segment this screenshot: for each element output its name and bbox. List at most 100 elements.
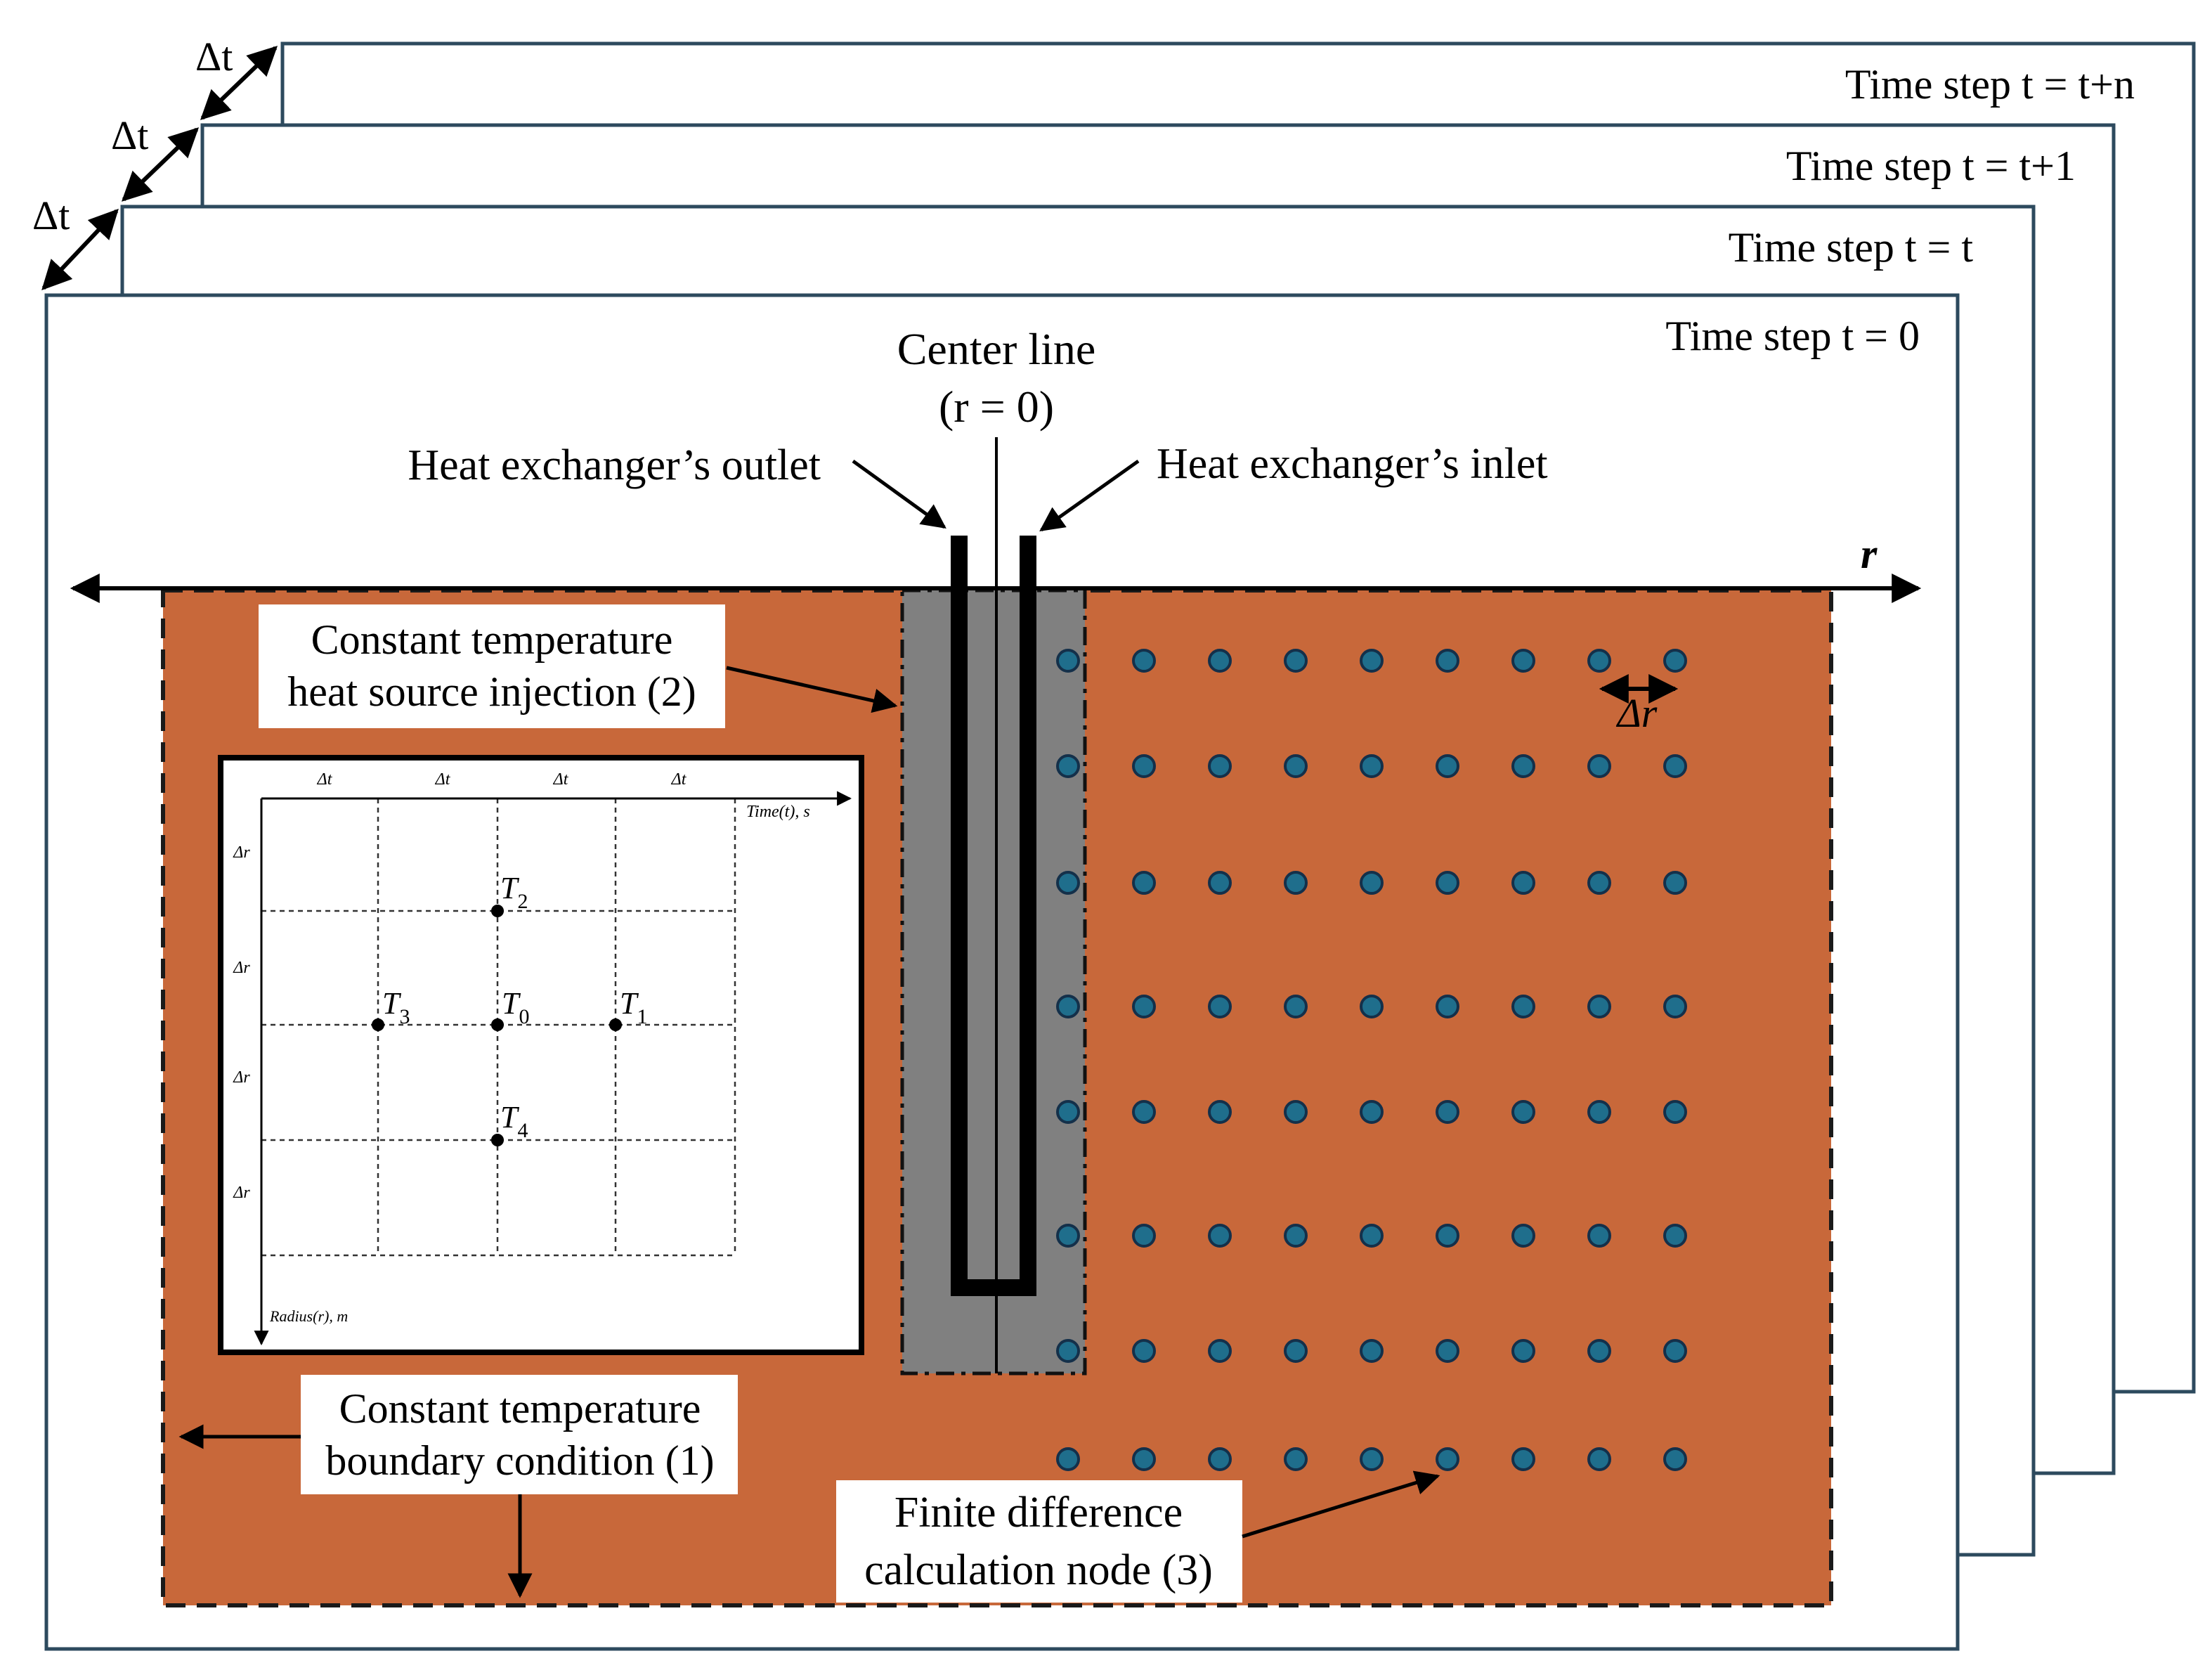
fd-calculation-node bbox=[1284, 995, 1308, 1018]
stencil-node-t1 bbox=[609, 1018, 622, 1031]
fd-calculation-node bbox=[1360, 871, 1384, 895]
heat-source-callout-line1: Constant temperature bbox=[311, 616, 673, 663]
fd-calculation-node bbox=[1436, 1447, 1459, 1471]
fd-calculation-node bbox=[1587, 995, 1611, 1018]
stencil-node-t4 bbox=[491, 1134, 504, 1146]
delta-t-arrow-bottom bbox=[41, 208, 119, 291]
stencil-dr-label-4: Δr bbox=[233, 1184, 250, 1202]
stencil-dr-label-1: Δr bbox=[233, 843, 250, 862]
fd-calculation-node bbox=[1208, 649, 1232, 673]
fd-calculation-node bbox=[1663, 1339, 1687, 1363]
fd-calculation-node bbox=[1587, 754, 1611, 778]
fd-calculation-node bbox=[1056, 649, 1080, 673]
fd-calculation-node bbox=[1436, 1224, 1459, 1248]
fd-calculation-node bbox=[1587, 1224, 1611, 1248]
fd-calculation-node bbox=[1056, 871, 1080, 895]
time-step-label-n: Time step t = t+n bbox=[1845, 61, 2135, 108]
hx-inlet-label: Heat exchanger’s inlet bbox=[1157, 440, 1548, 488]
fd-calculation-node bbox=[1208, 1447, 1232, 1471]
u-tube-heat-exchanger bbox=[951, 536, 1036, 1296]
stencil-dr-label-3: Δr bbox=[233, 1068, 250, 1087]
fd-calculation-node bbox=[1360, 1447, 1384, 1471]
stencil-dt-label-1: Δt bbox=[317, 770, 333, 789]
fd-calculation-node bbox=[1663, 995, 1687, 1018]
stencil-node-t0 bbox=[491, 1018, 504, 1031]
delta-r-label: Δr bbox=[1616, 690, 1658, 736]
fd-calculation-node bbox=[1284, 1100, 1308, 1124]
fd-calculation-node bbox=[1511, 754, 1535, 778]
delta-t-label-bottom: Δt bbox=[32, 193, 70, 238]
stencil-dt-label-3: Δt bbox=[553, 770, 569, 789]
fd-calculation-node bbox=[1511, 1447, 1535, 1471]
fd-node-callout-line1: Finite difference bbox=[894, 1489, 1183, 1536]
fd-calculation-node bbox=[1132, 1224, 1156, 1248]
stencil-label-t0: T0 bbox=[502, 986, 529, 1028]
fd-calculation-node bbox=[1360, 1100, 1384, 1124]
fd-calculation-node bbox=[1284, 1339, 1308, 1363]
heat-source-callout-arrow bbox=[726, 666, 898, 713]
boundary-callout-box bbox=[301, 1375, 738, 1494]
fd-calculation-node bbox=[1360, 754, 1384, 778]
fd-calculation-node bbox=[1284, 1447, 1308, 1471]
fd-calculation-node bbox=[1663, 871, 1687, 895]
fd-calculation-node bbox=[1511, 1224, 1535, 1248]
fd-calculation-node bbox=[1132, 995, 1156, 1018]
delta-t-label-top: Δt bbox=[195, 34, 233, 79]
fd-calculation-node bbox=[1360, 1339, 1384, 1363]
fd-calculation-node bbox=[1208, 1339, 1232, 1363]
stencil-label-t2: T2 bbox=[500, 871, 528, 913]
stencil-label-t3: T3 bbox=[382, 986, 410, 1028]
fd-calculation-node bbox=[1436, 754, 1459, 778]
fd-calculation-node bbox=[1511, 1339, 1535, 1363]
fd-calculation-node bbox=[1663, 1224, 1687, 1248]
fd-calculation-node bbox=[1511, 995, 1535, 1018]
fd-calculation-node bbox=[1208, 995, 1232, 1018]
delta-t-arrow-middle bbox=[121, 127, 200, 202]
fd-calculation-node bbox=[1663, 649, 1687, 673]
fd-calculation-node bbox=[1587, 1100, 1611, 1124]
fd-calculation-node bbox=[1436, 871, 1459, 895]
borehole-grout bbox=[900, 588, 1087, 1376]
time-step-label-0: Time step t = 0 bbox=[1665, 313, 1920, 359]
fd-calculation-node bbox=[1663, 1447, 1687, 1471]
fd-calculation-node bbox=[1056, 1339, 1080, 1363]
fd-calculation-node bbox=[1132, 871, 1156, 895]
fd-calculation-node bbox=[1284, 1224, 1308, 1248]
stencil-node-t2 bbox=[491, 905, 504, 917]
r-axis-label: r bbox=[1861, 531, 1878, 577]
hx-outlet-arrow bbox=[852, 459, 946, 529]
fd-calculation-node bbox=[1587, 649, 1611, 673]
fd-calculation-node bbox=[1056, 754, 1080, 778]
stencil-inset-box bbox=[218, 755, 864, 1355]
fd-calculation-node bbox=[1663, 1100, 1687, 1124]
fd-node-grid bbox=[1056, 649, 1687, 1471]
fd-calculation-node bbox=[1436, 1100, 1459, 1124]
fd-calculation-node bbox=[1132, 649, 1156, 673]
fd-calculation-node bbox=[1056, 995, 1080, 1018]
boundary-callout-line2: boundary condition (1) bbox=[325, 1437, 714, 1484]
fd-node-callout-line2: calculation node (3) bbox=[864, 1546, 1213, 1594]
fd-calculation-node bbox=[1132, 1447, 1156, 1471]
stencil-label-t4: T4 bbox=[500, 1100, 528, 1142]
fd-calculation-node bbox=[1587, 1339, 1611, 1363]
hx-inlet-arrow bbox=[1039, 459, 1140, 532]
heat-source-callout-box bbox=[259, 604, 725, 728]
stencil-dr-label-2: Δr bbox=[233, 959, 250, 977]
fd-calculation-node bbox=[1587, 1447, 1611, 1471]
center-line-label: Center line bbox=[897, 324, 1096, 374]
fd-calculation-node bbox=[1511, 649, 1535, 673]
hx-outlet-label: Heat exchanger’s outlet bbox=[408, 441, 821, 489]
stencil-dt-label-2: Δt bbox=[435, 770, 451, 789]
fd-calculation-node bbox=[1132, 1339, 1156, 1363]
fd-calculation-node bbox=[1208, 1224, 1232, 1248]
time-step-label-plus-1: Time step t = t+1 bbox=[1786, 143, 2076, 189]
fd-calculation-node bbox=[1511, 871, 1535, 895]
stencil-label-t1: T1 bbox=[620, 986, 647, 1028]
fd-calculation-node bbox=[1436, 995, 1459, 1018]
fd-calculation-node bbox=[1360, 1224, 1384, 1248]
delta-t-arrow-top bbox=[200, 46, 278, 120]
fd-calculation-node bbox=[1056, 1224, 1080, 1248]
fd-calculation-node bbox=[1056, 1447, 1080, 1471]
